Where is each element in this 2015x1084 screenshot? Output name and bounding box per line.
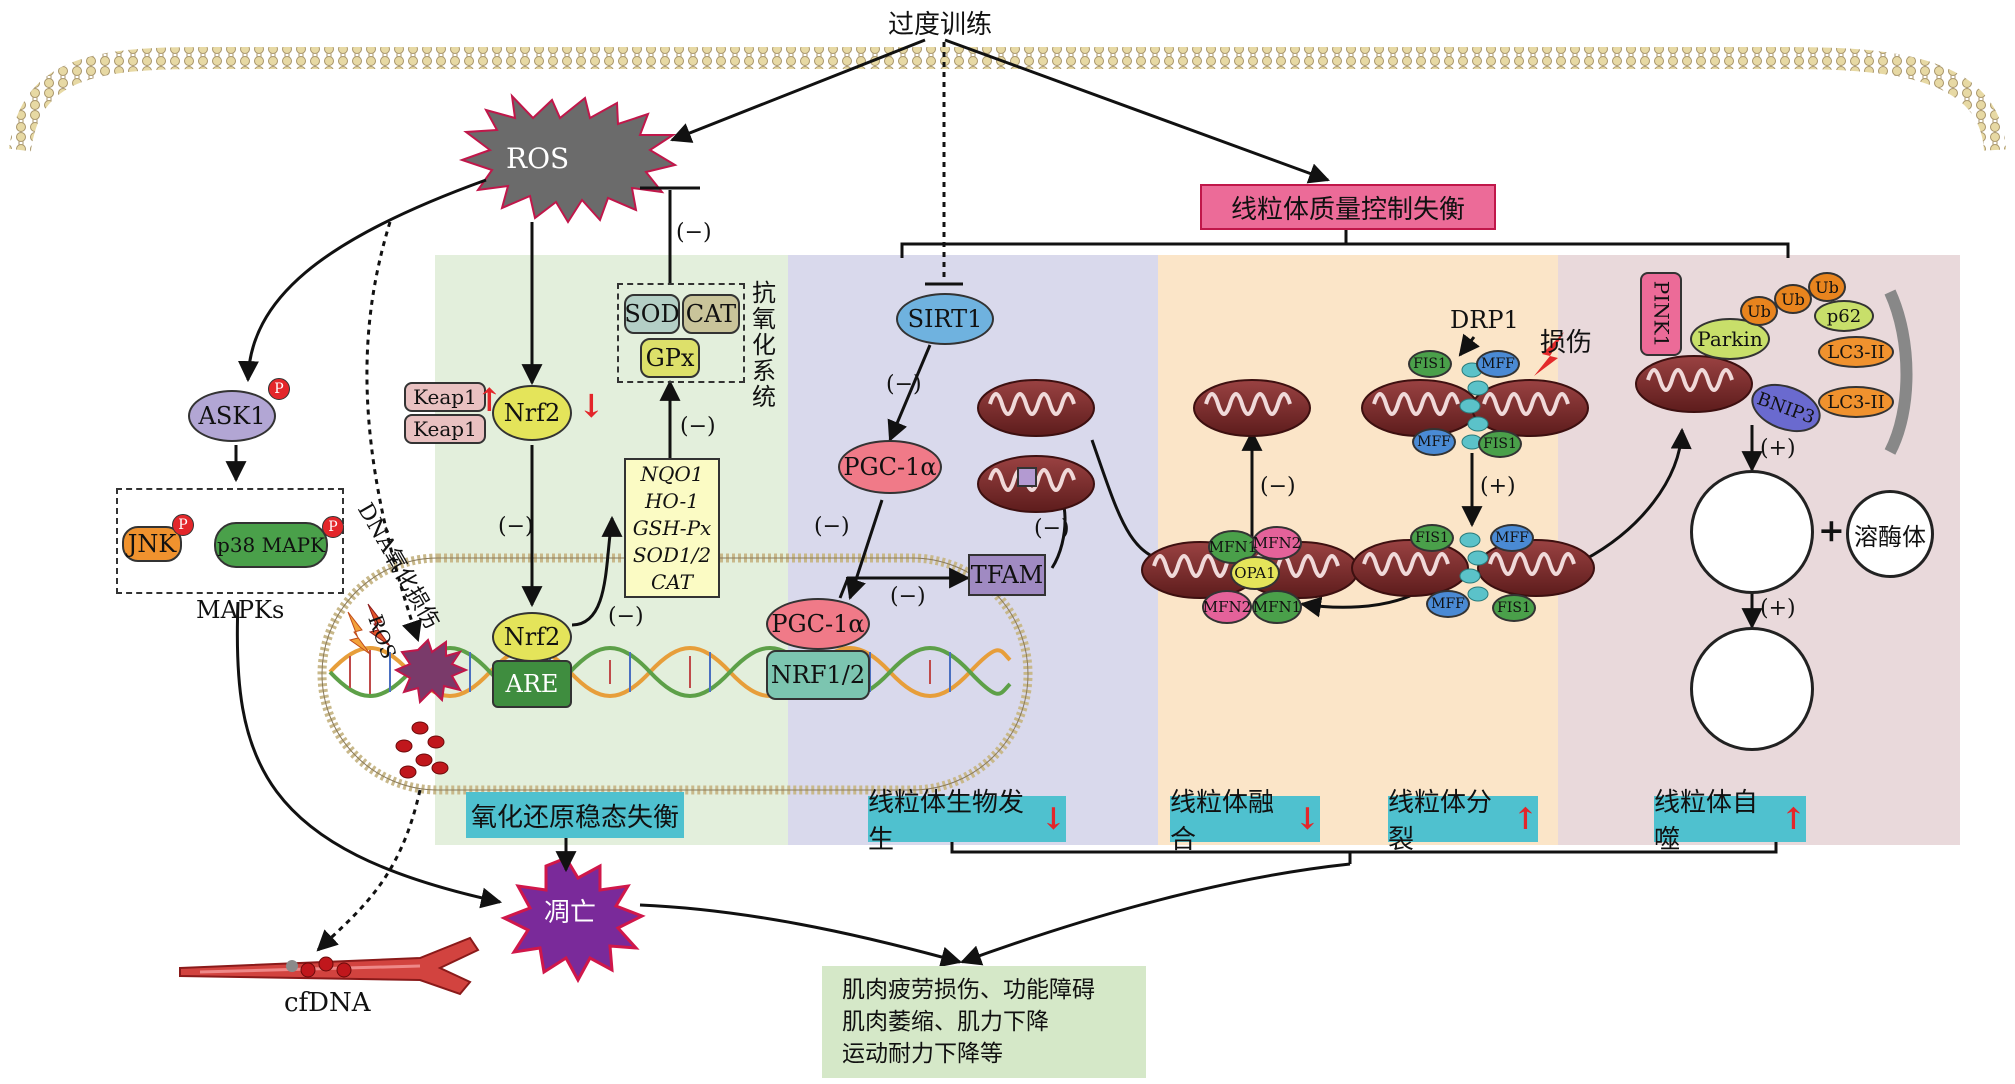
pgc1a-nuclear: PGC-1α <box>766 598 870 650</box>
sign-plus-autophagy-1: (+) <box>1760 436 1796 461</box>
ub-1: Ub <box>1740 296 1778 326</box>
outcome-line-3: 运动耐力下降等 <box>842 1041 1003 1067</box>
tfam: TFAM <box>968 554 1046 596</box>
autophagosome <box>1690 470 1814 594</box>
sign-plus-fission: (+) <box>1480 474 1516 499</box>
antioxidant-label: 抗氧化系统 <box>752 279 776 411</box>
ub-3: Ub <box>1808 272 1846 302</box>
keap1-top: Keap1 <box>404 382 486 412</box>
damage-label: 损伤 <box>1540 328 1593 358</box>
ros-label: ROS <box>506 142 570 175</box>
cat-enzyme: CAT <box>682 294 740 334</box>
sign-minus-fusion: (−) <box>1260 474 1296 499</box>
biogenesis-panel <box>788 255 1158 845</box>
sign-minus-mito: (−) <box>1034 516 1070 541</box>
mff-d: MFF <box>1426 590 1470 618</box>
mqc-header: 线粒体质量控制失衡 <box>1200 184 1496 230</box>
p38-phospho: P <box>322 516 344 538</box>
nuclear-ros-burst <box>393 638 469 705</box>
antioxidant-box <box>617 283 745 383</box>
sign-minus-genes: (−) <box>680 414 716 439</box>
mfn1-bottom: MFN1 <box>1252 590 1302 624</box>
lc3-bottom: LC3-II <box>1818 386 1894 418</box>
fis1-c: FIS1 <box>1410 524 1454 552</box>
mfn2-top: MFN2 <box>1252 526 1302 560</box>
gene-sod12: SOD1/2 <box>632 542 712 567</box>
jnk: JNK <box>122 526 182 562</box>
target-gene-box: NQO1 HO-1 GSH-Px SOD1/2 CAT <box>624 458 720 598</box>
pink1: PINK1 <box>1640 272 1682 356</box>
p38-mapk: p38 MAPK <box>214 522 328 568</box>
fis1-a: FIS1 <box>1408 350 1452 378</box>
keap1-bottom: Keap1 <box>404 414 486 444</box>
gpx-enzyme: GPx <box>640 338 700 378</box>
apoptosis-burst <box>500 856 646 984</box>
biogenesis-label: 线粒体生物发生↓ <box>868 788 1066 855</box>
outcome-line-1: 肌肉疲劳损伤、功能障碍 <box>842 977 1095 1003</box>
sign-minus-are: (−) <box>608 604 644 629</box>
ros-burst-shape <box>458 93 678 224</box>
fission-label: 线粒体分裂↑ <box>1388 788 1538 855</box>
cfdna-label: cfDNA <box>284 988 371 1018</box>
opa1: OPA1 <box>1230 556 1280 590</box>
ask1-phospho: P <box>268 378 290 400</box>
apoptosis-label: 凋亡 <box>544 898 597 928</box>
fis1-d: FIS1 <box>1492 594 1536 622</box>
sirt1: SIRT1 <box>896 293 994 345</box>
overtraining-title: 过度训练 <box>888 10 993 40</box>
autolysosome <box>1690 627 1814 751</box>
ub-2: Ub <box>1774 284 1812 314</box>
sign-minus-tfam: (−) <box>890 584 926 609</box>
mff-b: MFF <box>1412 428 1456 456</box>
blood-vessel <box>179 936 480 996</box>
outcome-box: 肌肉疲劳损伤、功能障碍 肌肉萎缩、肌力下降 运动耐力下降等 <box>822 966 1146 1078</box>
nrf12: NRF1/2 <box>766 650 870 700</box>
ask1: ASK1 <box>188 390 276 442</box>
pgc1a-cytosolic: PGC-1α <box>838 440 942 494</box>
p62: p62 <box>1814 300 1874 332</box>
plus-lysosome: + <box>1818 511 1845 549</box>
mfn2-bottom: MFN2 <box>1202 590 1252 624</box>
drp1-label: DRP1 <box>1450 306 1519 334</box>
autophagy-label: 线粒体自噬↑ <box>1654 788 1806 855</box>
mapk-box <box>116 488 344 594</box>
fusion-label: 线粒体融合↓ <box>1170 788 1320 855</box>
gene-ho1: HO-1 <box>644 488 700 513</box>
gene-cat: CAT <box>651 569 693 594</box>
gene-gshpx: GSH-Px <box>632 515 712 540</box>
jnk-phospho: P <box>172 514 194 536</box>
redox-label: 氧化还原稳态失衡 <box>466 792 684 838</box>
fis1-b: FIS1 <box>1478 430 1522 458</box>
sign-minus-nrf2: (−) <box>498 514 534 539</box>
mapks-label: MAPKs <box>196 596 285 624</box>
mff-a: MFF <box>1476 350 1520 378</box>
sign-plus-autophagy-2: (+) <box>1760 596 1796 621</box>
sign-minus-sirt1: (−) <box>886 372 922 397</box>
lysosome: 溶酶体 <box>1846 490 1934 578</box>
sign-minus-antioxidant: (−) <box>676 220 712 245</box>
nrf2-cytosolic: Nrf2 <box>492 385 572 441</box>
outcome-line-2: 肌肉萎缩、肌力下降 <box>842 1009 1049 1035</box>
gene-nqo1: NQO1 <box>640 461 704 486</box>
are-element: ARE <box>492 660 572 708</box>
nrf2-down-arrow: ↓ <box>578 387 605 425</box>
lc3-top: LC3-II <box>1818 336 1894 368</box>
sod-enzyme: SOD <box>624 294 680 334</box>
mff-c: MFF <box>1490 524 1534 552</box>
redox-panel <box>435 255 788 845</box>
nrf2-nuclear: Nrf2 <box>492 612 572 662</box>
sign-minus-pgc: (−) <box>814 514 850 539</box>
